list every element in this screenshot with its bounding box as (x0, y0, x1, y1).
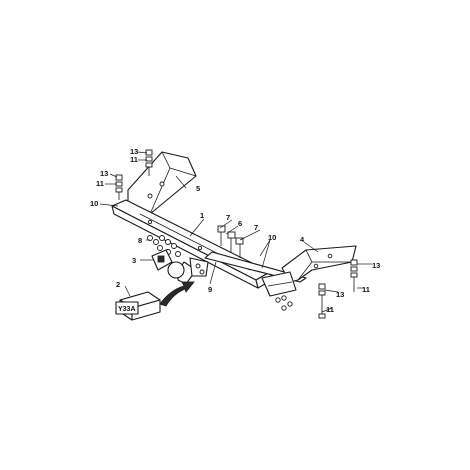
callout-7b: 7 (254, 223, 258, 232)
callout-11d: 11 (326, 305, 334, 314)
tow-ball (167, 257, 209, 285)
callout-10a: 10 (90, 199, 98, 208)
callout-1: 1 (200, 211, 204, 220)
callout-labels: 1 2 3 4 5 6 7 7 8 9 10 10 11 11 11 11 13… (90, 147, 380, 314)
callout-7a: 7 (226, 213, 230, 222)
callout-5: 5 (196, 184, 200, 193)
callout-13a: 13 (130, 147, 138, 156)
leader-lines (99, 151, 372, 313)
callout-13b: 13 (100, 169, 108, 178)
callout-11a: 11 (130, 155, 138, 164)
center-clamp-bolts (217, 225, 244, 258)
right-side-bracket (281, 245, 357, 283)
callout-11b: 11 (96, 179, 104, 188)
left-side-bracket (127, 151, 197, 215)
callout-13c: 13 (372, 261, 380, 270)
callout-13d: 13 (336, 290, 344, 299)
box-label: Y33A (118, 306, 136, 313)
callout-3: 3 (132, 256, 136, 265)
right-upper-bolt-stack (350, 259, 358, 292)
callout-11c: 11 (362, 285, 370, 294)
callout-8: 8 (138, 236, 142, 245)
direction-arrow (159, 281, 195, 307)
callout-2: 2 (116, 280, 120, 289)
lower-right-hardware (275, 295, 293, 311)
right-lower-bolt-stack (318, 283, 326, 319)
right-bracket-plate (261, 271, 297, 297)
callout-10b: 10 (268, 233, 276, 242)
left-lower-bolt-stack (115, 174, 123, 200)
callout-9: 9 (208, 285, 212, 294)
package-box: Y33A (115, 291, 161, 321)
left-upper-bolt-stack (145, 149, 153, 176)
callout-6: 6 (238, 219, 242, 228)
callout-4: 4 (300, 235, 305, 244)
electrical-socket (151, 249, 173, 271)
